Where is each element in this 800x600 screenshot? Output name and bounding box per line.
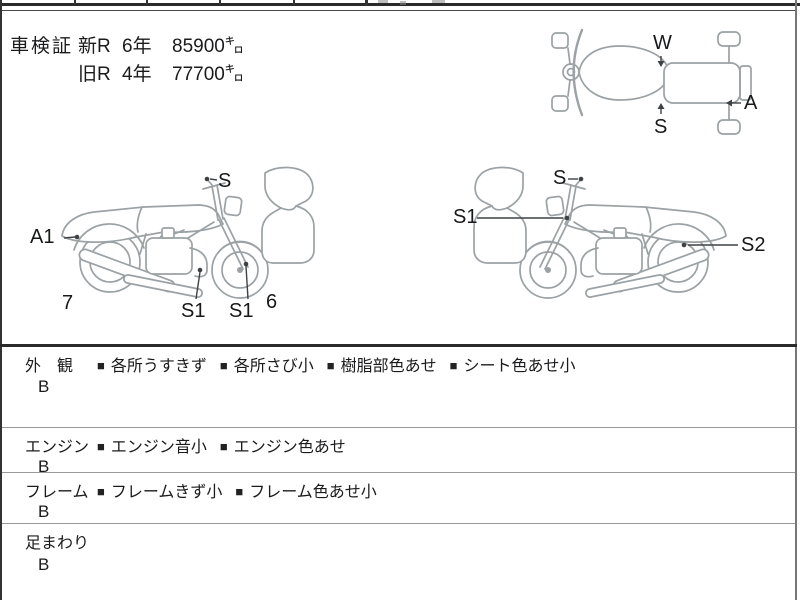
wheel-label-7: 7: [62, 292, 74, 314]
item-text: エンジン音小: [110, 439, 207, 456]
item-text: 各所さび小: [233, 358, 314, 375]
mirrored-bike-art: [474, 167, 726, 298]
right-border: [795, 0, 797, 600]
grade-value: B: [38, 457, 50, 476]
bullet-square-icon: ■: [97, 439, 105, 454]
label-w: W: [653, 32, 672, 54]
section-top-border: [1, 10, 796, 11]
cropped-text-fragment: [400, 1, 406, 5]
grade-value: B: [38, 377, 50, 396]
inspection-item: ■ 各所さび小: [220, 358, 314, 375]
rear-flap-left: [717, 31, 741, 47]
item-text: 各所うすきず: [110, 358, 207, 375]
odometer-rows: 新R 6年 85900㌔ 旧R 4年 77700㌔: [78, 31, 244, 87]
category-label: エンジン: [25, 439, 90, 456]
fork-links: [567, 47, 571, 97]
left-leader-lines: [63, 176, 249, 300]
odometer-row-old: 旧R 4年 77700㌔: [78, 59, 244, 87]
bullet-square-icon: ■: [97, 358, 105, 373]
inspection-row-engine: エンジン B ■ エンジン音小 ■ エンジン色あせ: [0, 428, 797, 476]
label-s1: S1: [453, 206, 478, 228]
grade-value: B: [38, 502, 50, 521]
label-a: A: [744, 92, 758, 114]
steering-head-inner: [566, 67, 576, 77]
item-text: フレームきず小: [110, 484, 223, 501]
inspection-items: ■ フレームきず小 ■ フレーム色あせ小: [97, 478, 390, 502]
grade-value: B: [38, 555, 50, 574]
bullet-square-icon: ■: [219, 358, 228, 373]
tank-body: [578, 45, 668, 101]
cropped-text-fragment: [378, 0, 388, 3]
inspection-row-undercarriage: 足まわり B: [0, 524, 797, 600]
year-value: 4年: [122, 64, 152, 85]
label-s1-a: S1: [181, 300, 206, 322]
cert-label: 車検証: [10, 36, 74, 57]
steering-head: [562, 63, 580, 81]
cropped-text-fragment: [432, 0, 445, 3]
col-tick: [365, 0, 368, 6]
row-divider: [2, 523, 795, 524]
item-text: シート色あせ小: [463, 358, 576, 375]
col-tick: [293, 0, 295, 5]
rear-body: [663, 62, 741, 104]
col-tick: [146, 0, 148, 5]
label-a1: A1: [30, 226, 55, 248]
col-tick: [74, 0, 76, 5]
distance-value: 77700㌔: [172, 64, 244, 85]
col-tick: [219, 0, 221, 5]
inspection-item: ■ シート色あせ小: [450, 358, 576, 375]
bike-side-right-svg: [450, 158, 738, 323]
label-s: S: [218, 170, 232, 192]
label-s: S: [654, 116, 668, 138]
distance-value: 85900㌔: [172, 36, 244, 57]
category-label: フレーム: [25, 484, 89, 501]
inspection-item: ■ 樹脂部色あせ: [327, 358, 437, 375]
bike-topview-art: [551, 28, 752, 135]
bullet-square-icon: ■: [449, 358, 458, 373]
inspection-items: ■ 各所うすきず ■ 各所さび小 ■ 樹脂部色あせ ■ シート色あせ小: [97, 352, 589, 376]
right-diagram: S S1 S2: [450, 158, 770, 328]
left-diagram: S A1 7 S1 S1 6: [28, 158, 328, 328]
category-label: 外 観: [25, 358, 74, 375]
era-value: 新R: [78, 36, 111, 57]
inspection-row-exterior: 外 観 B ■ 各所うすきず ■ 各所さび小 ■ 樹脂部色あせ ■ シート色あせ小: [0, 344, 797, 427]
inspection-items: ■ エンジン音小 ■ エンジン色あせ: [97, 433, 359, 457]
bullet-square-icon: ■: [326, 358, 335, 373]
category-label: 足まわり: [25, 535, 90, 552]
era-value: 旧R: [78, 64, 111, 85]
label-s1-b: S1: [229, 300, 254, 322]
item-text: エンジン色あせ: [233, 439, 346, 456]
bike-side-left-svg: [28, 158, 328, 323]
item-text: 樹脂部色あせ: [340, 358, 437, 375]
wheel-label-6: 6: [266, 291, 278, 313]
inspection-item: ■ エンジン音小: [97, 439, 207, 456]
left-grip: [551, 32, 569, 49]
inspection-item: ■ フレーム色あせ小: [235, 484, 376, 501]
row-divider: [2, 472, 795, 473]
item-text: フレーム色あせ小: [249, 484, 377, 501]
label-s2: S2: [741, 234, 766, 256]
odometer-row-new: 新R 6年 85900㌔: [78, 31, 244, 59]
bullet-square-icon: ■: [235, 484, 244, 499]
topview-diagram: W S A: [548, 25, 760, 143]
left-border: [0, 0, 2, 600]
rear-flap-right: [717, 119, 741, 135]
tail-piece: [739, 65, 752, 101]
inspection-item: ■ フレームきず小: [97, 484, 222, 501]
right-leader-lines: [477, 176, 738, 248]
topview-leader-lines: [657, 56, 741, 114]
bike-topview-svg: [551, 28, 752, 135]
inspection-item: ■ 各所うすきず: [97, 358, 207, 375]
row-divider: [2, 427, 795, 428]
inspection-item: ■ エンジン色あせ: [220, 439, 346, 456]
label-s: S: [553, 167, 567, 189]
right-grip: [551, 95, 569, 112]
year-value: 6年: [122, 36, 152, 57]
bullet-square-icon: ■: [97, 484, 105, 499]
section-divider: [0, 344, 797, 347]
inspection-row-frame: フレーム B ■ フレームきず小 ■ フレーム色あせ小: [0, 473, 797, 523]
bullet-square-icon: ■: [219, 439, 228, 454]
